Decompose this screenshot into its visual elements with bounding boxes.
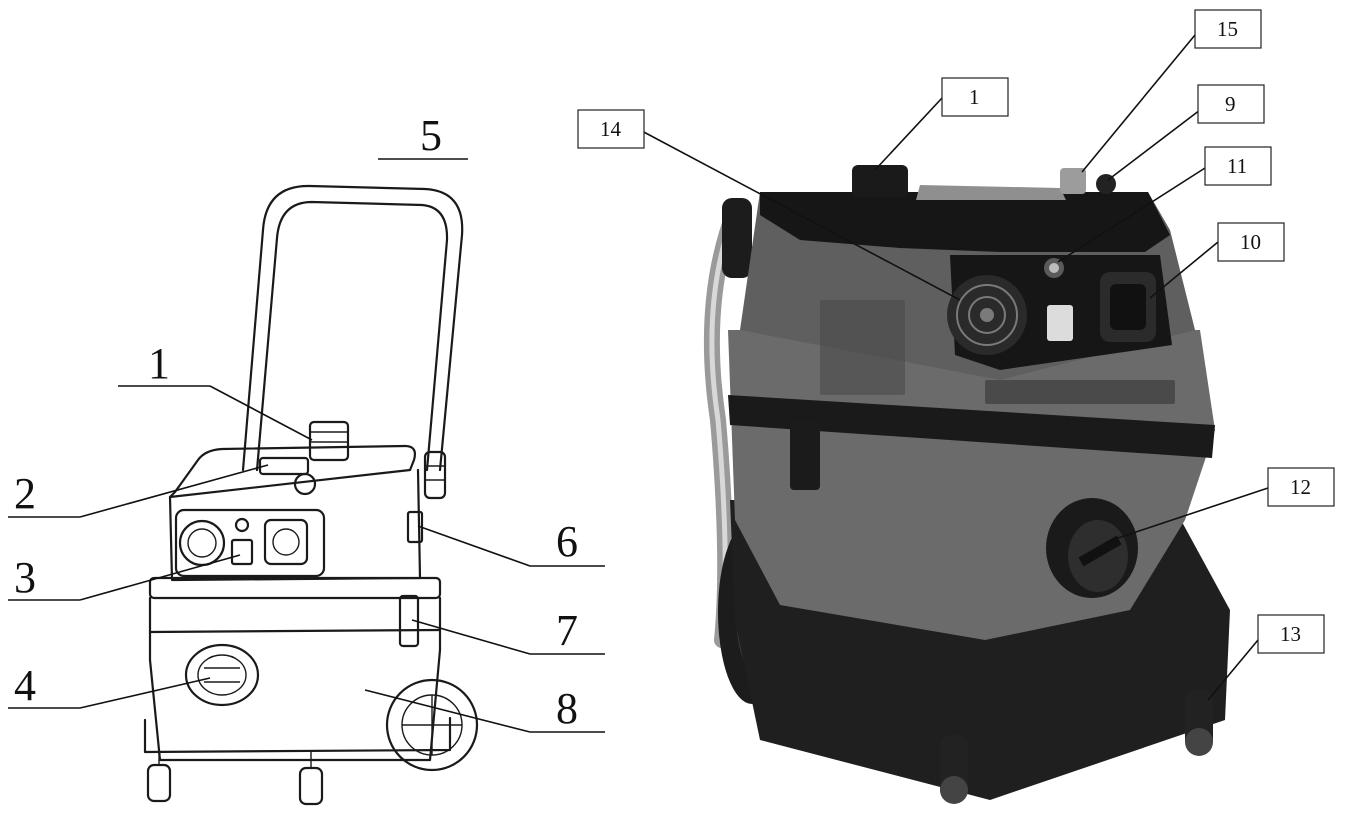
- right-label-1: 1: [969, 85, 980, 109]
- right-label-14: 14: [600, 117, 622, 141]
- right-label-13: 13: [1280, 622, 1301, 646]
- right-label-10: 10: [1240, 230, 1261, 254]
- left-label-1: 1: [148, 339, 170, 388]
- right-label-15: 15: [1217, 17, 1238, 41]
- right-leader-lines: [639, 34, 1269, 701]
- right-label-11: 11: [1227, 154, 1247, 178]
- left-label-6: 6: [556, 517, 578, 566]
- right-vacuum-photo: [703, 165, 1230, 804]
- left-label-5: 5: [420, 111, 442, 160]
- left-labels: 1 2 3 4 5 6 7 8: [14, 111, 578, 733]
- left-label-2: 2: [14, 469, 36, 518]
- left-leader-lines: [8, 158, 605, 733]
- left-label-8: 8: [556, 684, 578, 733]
- left-line-drawing: [143, 184, 479, 806]
- left-label-7: 7: [556, 606, 578, 655]
- left-label-4: 4: [14, 661, 36, 710]
- left-label-3: 3: [14, 553, 36, 602]
- right-labels: 1 9 10 11 12 13 14 15: [577, 9, 1335, 654]
- right-label-9: 9: [1225, 92, 1236, 116]
- right-label-12: 12: [1290, 475, 1311, 499]
